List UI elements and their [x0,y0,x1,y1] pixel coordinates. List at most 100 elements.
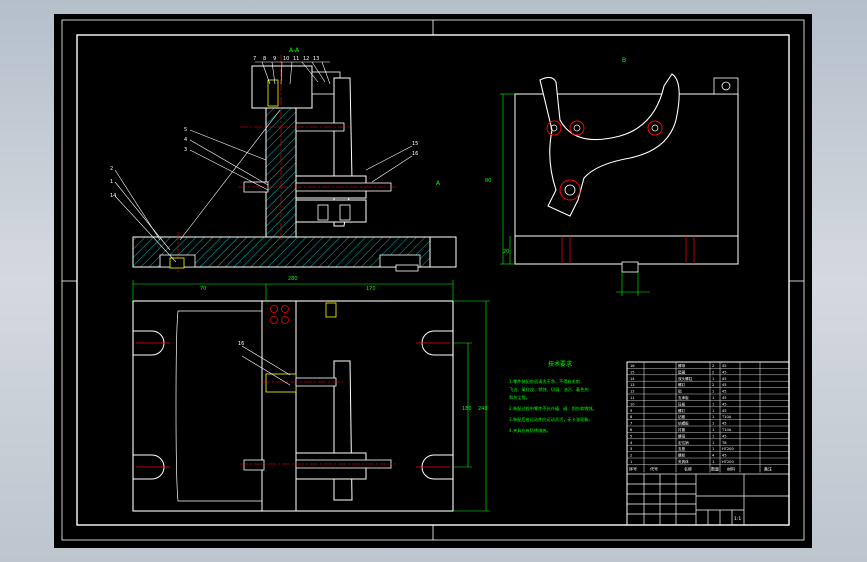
parts-row-qty: 1 [712,434,714,438]
tech-requirement-line: 和灰尘等。 [509,394,530,401]
parts-row-number: 6 [630,428,633,432]
parts-row-number: 3 [630,447,632,451]
parts-row-qty: 1 [712,447,714,451]
parts-row-name: 压板 [678,401,686,406]
parts-row-name: 定位销 [678,440,689,445]
parts-row-qty: 1 [712,390,714,394]
dimension-left-segment: 70 [200,286,206,292]
parts-row-name: 钻套 [678,414,686,419]
parts-row-number: 12 [630,390,635,394]
parts-row-material: 45 [722,454,727,458]
parts-row-qty: 2 [712,383,714,387]
parts-row-name: 螺母 [678,433,686,438]
parts-row-material: HT200 [722,447,734,451]
tech-requirements-title: 技术要求 [548,360,572,368]
parts-row-material: 45 [722,434,727,438]
balloon: 10 [283,56,289,62]
balloon: 11 [293,56,299,62]
parts-row-qty: 1 [712,415,714,419]
parts-list-header: 名称 [684,465,692,471]
parts-row-number: 10 [630,402,635,406]
dimension-right-segment: 170 [366,286,376,292]
parts-row-qty: 4 [712,454,715,458]
parts-row-number: 7 [630,422,632,426]
scale-label: 1:1 [734,516,741,522]
tech-requirement-line: 2.装配过程中零件不允许磕、碰、划伤和锈蚀。 [509,405,597,412]
parts-row-material: 45 [722,409,727,413]
parts-row-material: 45 [722,364,727,368]
parts-row-name: 钻模板 [678,421,689,426]
parts-row-name: 垫圈 [678,369,686,374]
top-view: 280 70 170 240 180 16 [132,276,490,512]
front-section-view [114,55,457,272]
parts-row-material: 45 [722,370,727,374]
balloon: 5 [184,127,187,133]
parts-row-material: 45 [722,422,727,426]
parts-row-number: 4 [630,441,633,445]
tech-requirement-line: 飞边、氧化皮、锈蚀、切屑、油污、着色剂 [509,386,589,393]
dimension-height-inner: 180 [462,406,472,412]
balloon: 13 [313,56,319,62]
parts-row-name: 螺母 [678,363,686,368]
side-view-label: B [622,57,626,64]
dimension-height-outer: 240 [478,406,488,412]
parts-row-material: 45 [722,377,727,381]
balloon: 16 [238,341,244,347]
parts-row-number: 5 [630,434,632,438]
parts-row-number: 11 [630,396,635,400]
parts-row-number: 14 [630,377,635,381]
section-marker: A [436,180,441,187]
balloon: 4 [184,137,187,143]
dimension-side-height: 80 [485,178,491,184]
parts-row-number: 16 [630,364,635,368]
parts-row-qty: 1 [712,402,714,406]
balloon: 3 [184,147,187,153]
parts-row-name: 夹具体 [678,459,689,464]
parts-row-name: 支承板 [678,395,689,400]
parts-row-number: 9 [630,409,633,413]
parts-row-number: 15 [630,370,635,374]
dimension-overall-length: 280 [288,276,298,282]
parts-list-header: 序号 [629,465,637,471]
parts-row-number: 2 [630,454,632,458]
front-view-label: A-A [289,47,300,54]
parts-row-qty: 1 [712,422,714,426]
tech-requirement-line: 4.夹具应有防锈措施。 [509,427,551,434]
parts-list-header: 备注 [764,465,772,471]
parts-list-header: 数量 [711,465,719,471]
parts-row-name: 衬套 [678,427,686,432]
parts-row-material: 45 [722,383,727,387]
balloon: 1 [110,179,113,185]
parts-list-header: 代号 [650,465,658,471]
parts-row-material: T10A [721,428,732,432]
parts-row-qty: 1 [712,460,714,464]
parts-row-qty: 2 [712,364,714,368]
center-marks [62,20,804,540]
tech-requirement-line: 1.零件装配前须清洗干净，不得有毛刺、 [509,378,584,385]
parts-row-material: 45 [722,390,727,394]
side-view: 80 20 B [485,57,739,296]
tech-requirement-line: 3.装配后各运动件应运动灵活，无卡滞现象。 [509,416,593,423]
parts-row-material: HT200 [722,460,734,464]
balloon: 15 [412,141,418,147]
parts-row-number: 13 [630,383,635,387]
parts-row-material: 45 [722,402,727,406]
parts-row-name: 销 [678,389,682,394]
parts-row-material: T8 [721,441,727,445]
balloon: 16 [412,151,418,157]
parts-row-material: 45 [722,396,727,400]
balloon: 12 [303,56,309,62]
parts-row-name: 双头螺柱 [678,376,693,381]
balloon: 8 [263,56,266,62]
balloon: 2 [110,166,113,172]
parts-row-name: 螺栓 [678,453,686,458]
parts-row-qty: 2 [712,370,714,374]
parts-row-qty: 1 [712,409,714,413]
parts-row-number: 1 [630,460,632,464]
part-balloons: 7 8 9 10 11 12 13 5 4 3 2 1 14 15 16 [110,56,418,199]
parts-row-qty: 1 [712,441,714,445]
parts-row-name: 螺钉 [678,382,686,387]
balloon: 7 [253,56,256,62]
